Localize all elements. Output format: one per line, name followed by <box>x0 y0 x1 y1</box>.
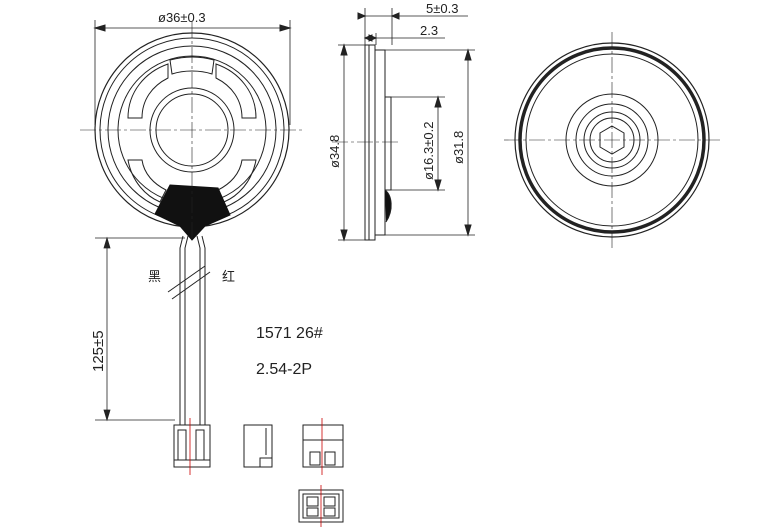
lead-wires <box>167 235 211 425</box>
connector-spec-label: 2.54-2P <box>256 361 312 378</box>
model-line-label: 1571 26# <box>256 325 323 342</box>
red-wire-label: 红 <box>222 269 235 285</box>
rear-diameter-label: ø31.8 <box>451 131 466 164</box>
magnet-diameter-label: ø16.3±0.2 <box>421 122 436 180</box>
side-view <box>332 8 475 242</box>
lead-length-label: 125±5 <box>90 330 107 372</box>
black-wire-label: 黑 <box>148 270 161 285</box>
outer-diameter-label: ø36±0.3 <box>158 10 206 25</box>
front-view <box>80 20 305 241</box>
front-diameter-label: ø34.8 <box>327 135 342 168</box>
lead-length-dimension <box>95 236 185 422</box>
connector-views <box>173 418 344 527</box>
rear-view <box>504 32 720 248</box>
frame-thickness-label: 2.3 <box>420 23 438 38</box>
total-thickness-label: 5±0.3 <box>426 1 458 16</box>
